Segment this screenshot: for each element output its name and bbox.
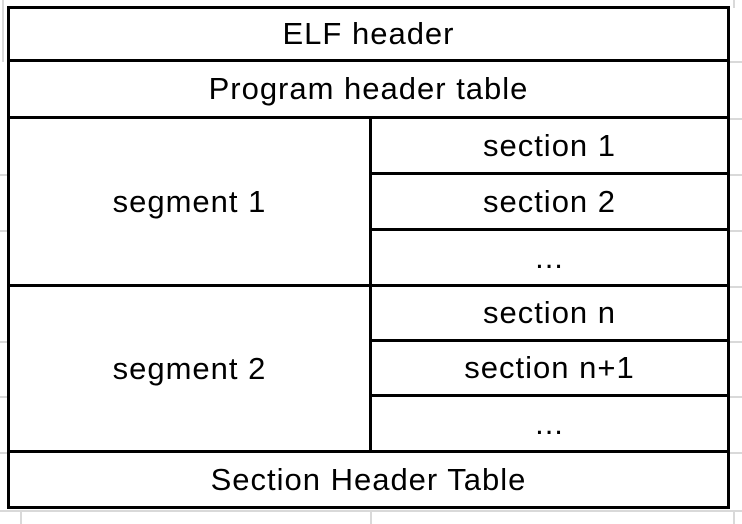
cell-section-2: section 2 <box>372 175 727 231</box>
gridline-stub-left <box>0 452 7 454</box>
gridline-stub-right <box>730 452 742 454</box>
cell-segment-1: segment 1 <box>10 119 372 287</box>
gridline-stub-left <box>0 341 7 343</box>
cell-section-ellipsis-1: ... <box>372 231 727 287</box>
gridline-stub-right <box>730 118 742 120</box>
gridline-vertical-bottom-right <box>733 512 735 524</box>
gridline-stub-right <box>730 230 742 232</box>
gridline-stub-left <box>0 396 7 398</box>
gridline-vertical-bottom-left <box>20 512 22 524</box>
cell-elf-header: ELF header <box>10 9 727 62</box>
cell-section-ellipsis-2: ... <box>372 397 727 453</box>
elf-file-structure-table: ELF header Program header table segment … <box>7 6 730 509</box>
cell-program-header-table: Program header table <box>10 62 727 119</box>
gridline-horizontal-bottom <box>0 510 742 512</box>
cell-section-n: section n <box>372 287 727 342</box>
gridline-stub-right <box>730 61 742 63</box>
gridline-stub-right <box>730 174 742 176</box>
cell-segment-2: segment 2 <box>10 287 372 453</box>
cell-section-n-plus-1: section n+1 <box>372 342 727 397</box>
gridline-vertical-bottom-center <box>370 512 372 524</box>
gridline-stub-right <box>730 286 742 288</box>
gridline-vertical-top-left <box>2 0 4 62</box>
gridline-vertical-top-right <box>733 0 735 8</box>
gridline-stub-right <box>730 341 742 343</box>
cell-section-1: section 1 <box>372 119 727 175</box>
gridline-stub-left <box>0 174 7 176</box>
cell-section-header-table: Section Header Table <box>210 461 527 497</box>
gridline-stub-left <box>0 230 7 232</box>
gridline-stub-right <box>730 396 742 398</box>
